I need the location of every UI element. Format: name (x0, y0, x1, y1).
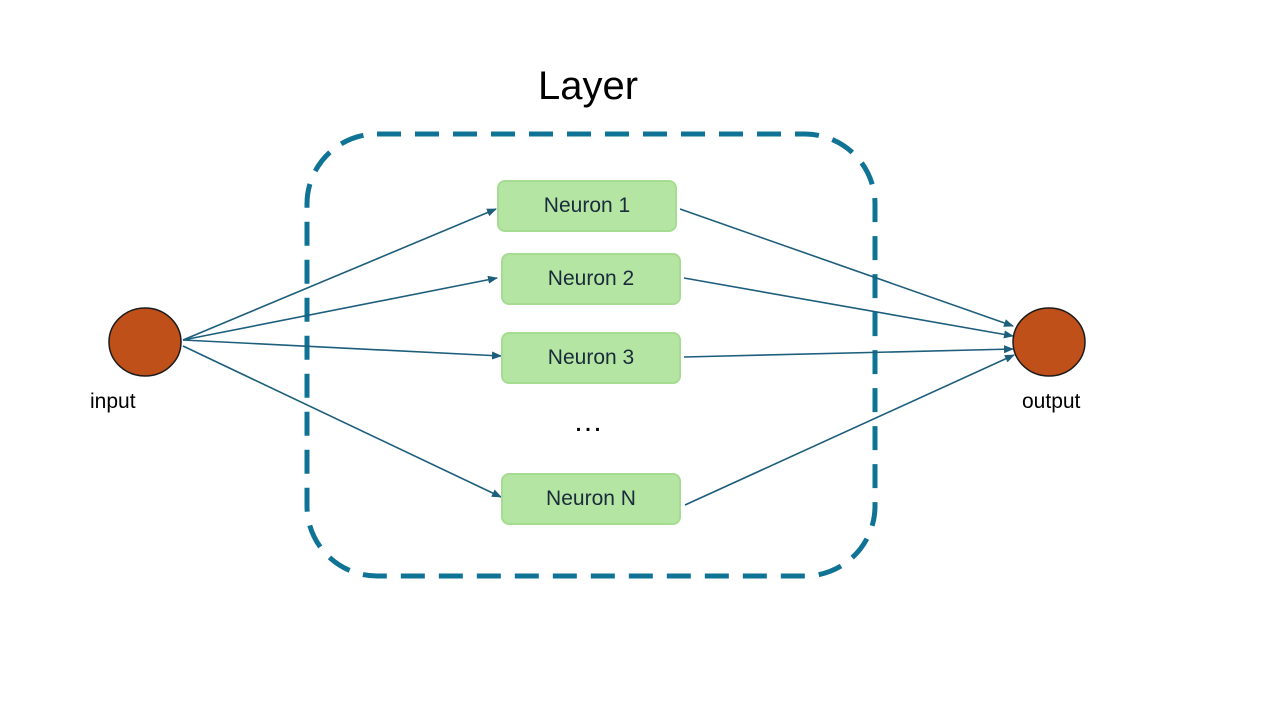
neuron-2-label: Neuron 2 (547, 267, 635, 290)
layer-boundary (304, 131, 878, 579)
arrow-neuron-1-to-output (679, 208, 1014, 327)
neuron-3-label: Neuron 3 (547, 346, 635, 369)
arrow-input-to-neuron-3 (182, 339, 502, 360)
arrow-input-to-neuron-n (182, 345, 502, 498)
neuron-2-box: Neuron 2 (501, 253, 681, 305)
neuron-ellipsis: … (573, 405, 604, 438)
input-node (108, 307, 182, 377)
arrow-neuron-3-to-output (683, 345, 1014, 358)
input-label: input (90, 390, 136, 413)
neuron-1-label: Neuron 1 (543, 194, 631, 217)
arrow-neuron-2-to-output (683, 277, 1014, 339)
neuron-3-box: Neuron 3 (501, 332, 681, 384)
arrow-input-to-neuron-2 (182, 275, 498, 341)
neuron-n-box: Neuron N (501, 473, 681, 525)
neuron-n-label: Neuron N (546, 487, 636, 510)
neuron-1-box: Neuron 1 (497, 180, 677, 232)
arrow-neuron-n-to-output (684, 354, 1015, 506)
arrow-input-to-neuron-1 (182, 208, 497, 341)
output-label: output (1022, 390, 1081, 413)
output-node (1012, 307, 1086, 377)
layer-title: Layer (538, 64, 639, 108)
